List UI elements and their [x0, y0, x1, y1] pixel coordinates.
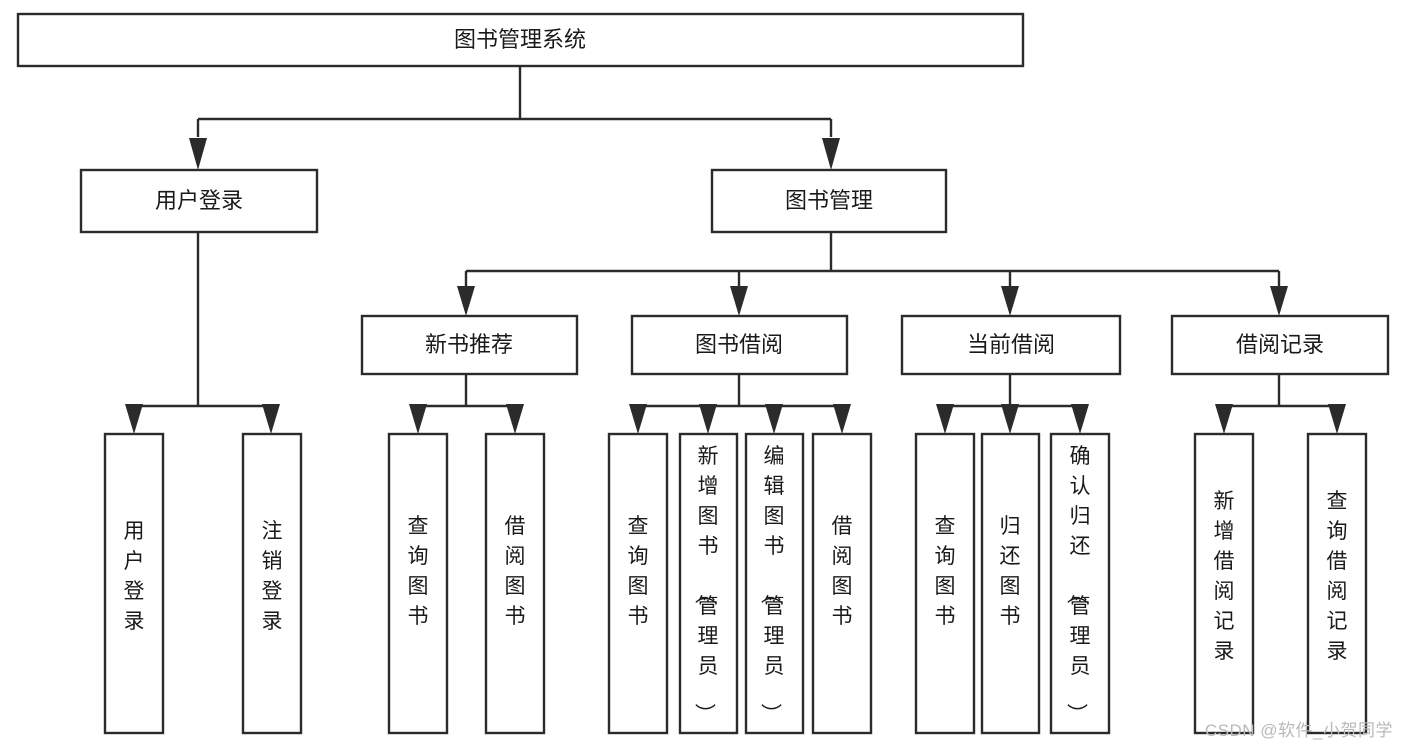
node-newbook[interactable]: 新书推荐: [360, 314, 579, 376]
arrow-current-to-return: [1001, 404, 1019, 434]
node-leaf-query-record-label: 查询借阅记录: [1327, 490, 1348, 663]
node-leaf-add-record-box[interactable]: [1193, 432, 1255, 735]
arrow-borrow-to-add: [699, 404, 717, 434]
node-record[interactable]: 借阅记录: [1170, 314, 1390, 376]
arrow-login-to-logout: [262, 404, 280, 434]
node-bookmgmt-box[interactable]: [710, 168, 948, 234]
node-leaf-query-book-3-box[interactable]: [914, 432, 976, 735]
arrow-bookmgmt-to-current: [1001, 286, 1019, 316]
arrow-borrow-to-borrowbook: [833, 404, 851, 434]
node-leaf-add-book-box[interactable]: [678, 432, 739, 735]
node-leaf-logout[interactable]: 注销登录: [241, 432, 303, 735]
node-leaf-return-book-label: 归还图书: [1000, 515, 1021, 628]
node-leaf-logout-label: 注销登录: [262, 520, 283, 633]
node-leaf-user-login-label: 用户登录: [124, 520, 145, 633]
node-leaf-edit-book-label: 编辑图书（管理员）: [759, 445, 785, 724]
node-leaf-return-book-box[interactable]: [980, 432, 1041, 735]
node-leaf-query-record-box[interactable]: [1306, 432, 1368, 735]
node-borrow-box[interactable]: [630, 314, 849, 376]
arrow-bookmgmt-to-borrow: [730, 286, 748, 316]
node-bookmgmt[interactable]: 图书管理: [710, 168, 948, 234]
node-record-label: 借阅记录: [1236, 332, 1324, 357]
arrow-root-to-bookmgmt: [822, 138, 840, 170]
node-leaf-borrow-book-1-box[interactable]: [484, 432, 546, 735]
connector-group-login: [125, 232, 280, 434]
connector-group-record: [1215, 374, 1346, 434]
node-login-label: 用户登录: [155, 188, 243, 213]
node-leaf-borrow-book-2[interactable]: 借阅图书: [811, 432, 873, 735]
connector-group-newbook: [409, 374, 524, 434]
arrow-current-to-confirm: [1071, 404, 1089, 434]
node-leaf-confirm-return-label: 确认归还（管理员）: [1065, 445, 1091, 724]
arrow-record-to-add: [1215, 404, 1233, 434]
node-leaf-return-book[interactable]: 归还图书: [980, 432, 1041, 735]
arrow-newbook-to-borrow: [506, 404, 524, 434]
node-leaf-borrow-book-2-box[interactable]: [811, 432, 873, 735]
node-leaf-query-book-1-box[interactable]: [387, 432, 449, 735]
connector-group-current: [936, 374, 1089, 434]
node-current[interactable]: 当前借阅: [900, 314, 1122, 376]
arrow-login-to-user-login: [125, 404, 143, 434]
csdn-watermark: CSDN @软件_小贺同学: [1204, 721, 1393, 740]
node-leaf-user-login-box[interactable]: [103, 432, 165, 735]
node-leaf-edit-book[interactable]: 编辑图书（管理员）: [744, 432, 805, 735]
node-leaf-add-book[interactable]: 新增图书（管理员）: [678, 432, 739, 735]
node-leaf-query-book-2[interactable]: 查询图书: [607, 432, 669, 735]
node-leaf-query-book-3[interactable]: 查询图书: [914, 432, 976, 735]
node-borrow[interactable]: 图书借阅: [630, 314, 849, 376]
node-bookmgmt-label: 图书管理: [785, 188, 873, 213]
node-newbook-label: 新书推荐: [425, 332, 513, 357]
node-leaf-logout-box[interactable]: [241, 432, 303, 735]
arrow-root-to-login: [189, 138, 207, 170]
arrow-borrow-to-query: [629, 404, 647, 434]
node-leaf-borrow-book-1-label: 借阅图书: [505, 515, 526, 628]
arrow-newbook-to-query: [409, 404, 427, 434]
node-record-box[interactable]: [1170, 314, 1390, 376]
node-borrow-label: 图书借阅: [695, 332, 783, 357]
node-current-label: 当前借阅: [967, 332, 1055, 357]
arrow-bookmgmt-to-record: [1270, 286, 1288, 316]
node-leaf-borrow-book-1[interactable]: 借阅图书: [484, 432, 546, 735]
node-newbook-box[interactable]: [360, 314, 579, 376]
node-login-box[interactable]: [79, 168, 319, 234]
arrow-current-to-query: [936, 404, 954, 434]
connector-group-borrow: [629, 374, 851, 434]
connector-group-bookmgmt: [457, 232, 1288, 316]
node-leaf-query-book-1[interactable]: 查询图书: [387, 432, 449, 735]
node-root-label: 图书管理系统: [454, 27, 586, 52]
node-leaf-query-book-1-label: 查询图书: [408, 515, 429, 628]
node-current-box[interactable]: [900, 314, 1122, 376]
node-leaf-add-record-label: 新增借阅记录: [1214, 490, 1235, 663]
connector-group-root: [189, 66, 840, 170]
node-root-box[interactable]: [16, 12, 1025, 68]
node-root[interactable]: 图书管理系统: [16, 12, 1025, 68]
node-leaf-confirm-return-box[interactable]: [1049, 432, 1111, 735]
node-leaf-query-record[interactable]: 查询借阅记录: [1306, 432, 1368, 735]
node-leaf-add-record[interactable]: 新增借阅记录: [1193, 432, 1255, 735]
node-leaf-confirm-return[interactable]: 确认归还（管理员）: [1049, 432, 1111, 735]
node-leaf-query-book-3-label: 查询图书: [935, 515, 956, 628]
arrow-borrow-to-edit: [765, 404, 783, 434]
arrow-record-to-query: [1328, 404, 1346, 434]
arrow-bookmgmt-to-newbook: [457, 286, 475, 316]
node-leaf-user-login[interactable]: 用户登录: [103, 432, 165, 735]
node-leaf-query-book-2-label: 查询图书: [628, 515, 649, 628]
node-leaf-borrow-book-2-label: 借阅图书: [832, 515, 853, 628]
node-leaf-edit-book-box[interactable]: [744, 432, 805, 735]
node-leaf-add-book-label: 新增图书（管理员）: [693, 445, 719, 724]
node-login[interactable]: 用户登录: [79, 168, 319, 234]
node-leaf-query-book-2-box[interactable]: [607, 432, 669, 735]
